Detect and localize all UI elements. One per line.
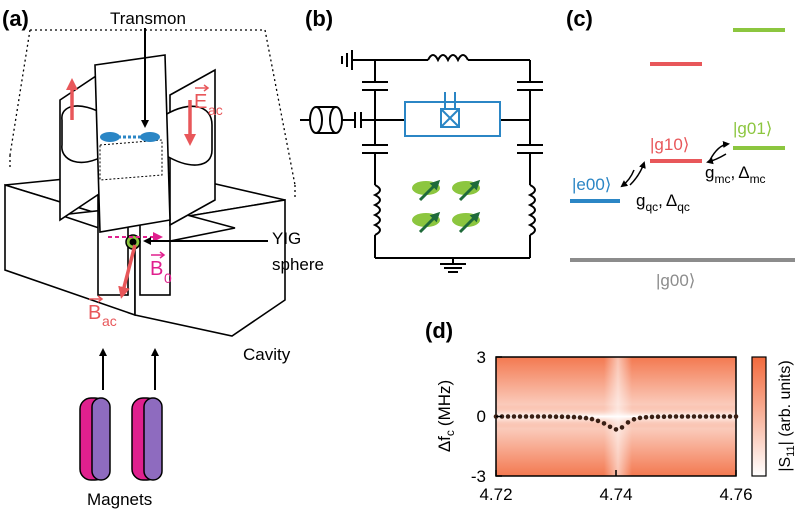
data-point [511, 414, 517, 419]
colorbar [751, 356, 767, 477]
data-point [667, 414, 673, 419]
svg-text:ac: ac [102, 313, 117, 329]
svg-text:gmc,Δmc: gmc,Δmc [705, 163, 766, 186]
ytick-3: 3 [477, 348, 486, 367]
data-point [583, 415, 589, 421]
magnets-label: Magnets [87, 490, 152, 509]
data-point [571, 414, 577, 420]
xtick-474: 4.74 [599, 485, 632, 504]
bac-arrow [118, 244, 137, 299]
data-point [715, 414, 721, 419]
transmon-chip-inner [99, 139, 163, 181]
qc-coupling-label: gqc,Δqc [636, 191, 690, 214]
data-point [691, 414, 697, 419]
magnon-spins [412, 179, 481, 234]
data-point [529, 414, 535, 419]
data-point [643, 415, 649, 420]
data-point [577, 415, 583, 420]
e-field-label: E ac [194, 84, 223, 118]
magnet-right [131, 397, 163, 481]
mc-coupling-arrow-down [706, 153, 727, 165]
data-point [559, 414, 565, 420]
data-point [541, 414, 547, 419]
panel-d-chart: 3 0 -3 4.72 4.74 4.76 Δfc(MHz) |S11| (ar… [435, 348, 797, 504]
label-g01: |g01⟩ [733, 119, 772, 138]
yig-label-line2: sphere [272, 255, 324, 274]
bac-label: B ac [88, 295, 117, 329]
state-labels: |g00⟩ |e00⟩ |g10⟩ |g01⟩ [572, 119, 772, 290]
data-point [595, 418, 601, 424]
xtick-476: 4.76 [719, 485, 752, 504]
data-point [709, 414, 715, 419]
data-point [565, 414, 571, 420]
svg-text:gqc,Δqc: gqc,Δqc [636, 191, 690, 214]
xtick-472: 4.72 [479, 485, 512, 504]
data-point [607, 424, 613, 430]
energy-levels [570, 28, 795, 262]
transmon-label: Transmon [110, 9, 186, 28]
data-point [601, 421, 607, 426]
magnet-left [79, 397, 111, 481]
data-point [697, 414, 703, 419]
data-point [613, 427, 619, 432]
data-point [625, 420, 631, 425]
transmon-circuit [404, 92, 501, 137]
data-point [547, 414, 553, 419]
data-point [649, 414, 655, 420]
heatmap-dip-band [604, 357, 632, 476]
data-point [619, 425, 625, 430]
data-point [703, 414, 709, 419]
ytick-0: 0 [477, 407, 486, 426]
data-point [505, 414, 511, 419]
svg-text:B: B [150, 258, 163, 280]
transmon-chip [94, 54, 171, 233]
svg-text:ac: ac [208, 102, 223, 118]
data-point [517, 414, 523, 419]
data-point [637, 415, 643, 421]
circuit-diagram [300, 50, 543, 273]
axis-ticks [495, 356, 737, 477]
svg-text:E: E [194, 91, 207, 113]
data-point [721, 414, 727, 419]
y-axis-label: Δfc(MHz) [435, 380, 457, 452]
data-point [655, 414, 661, 420]
cavity-label: Cavity [243, 345, 291, 364]
label-g10: |g10⟩ [650, 135, 689, 154]
panel-label-d: (d) [425, 318, 453, 343]
ytick-neg3: -3 [471, 467, 486, 486]
data-point [733, 414, 739, 419]
qc-coupling-arrow-up [629, 161, 646, 186]
panel-a-drawing [4, 29, 296, 337]
colorbar-label: |S11| (arb. units) [777, 360, 797, 471]
data-point [523, 414, 529, 419]
data-point [673, 414, 679, 419]
data-point [679, 414, 685, 419]
svg-text:0: 0 [164, 270, 172, 286]
panel-label-c: (c) [566, 6, 593, 31]
panel-label-b: (b) [305, 6, 333, 31]
svg-text:B: B [88, 302, 101, 324]
data-point [661, 414, 667, 420]
qc-coupling-arrow-down [620, 169, 635, 188]
transmon-qubit [100, 132, 160, 142]
label-g00: |g00⟩ [656, 271, 695, 290]
data-point [589, 416, 595, 422]
mc-coupling-label: gmc,Δmc [705, 163, 766, 186]
data-point [553, 414, 559, 420]
data-point [631, 417, 637, 422]
yig-label-line1: YIG [272, 229, 301, 248]
cavity-dotted-outline [9, 29, 296, 200]
data-point [685, 414, 691, 419]
b0-label: B 0 [150, 251, 172, 286]
label-e00: |e00⟩ [572, 175, 611, 194]
data-point [535, 414, 541, 419]
data-point [727, 414, 733, 419]
panel-label-a: (a) [2, 6, 29, 31]
